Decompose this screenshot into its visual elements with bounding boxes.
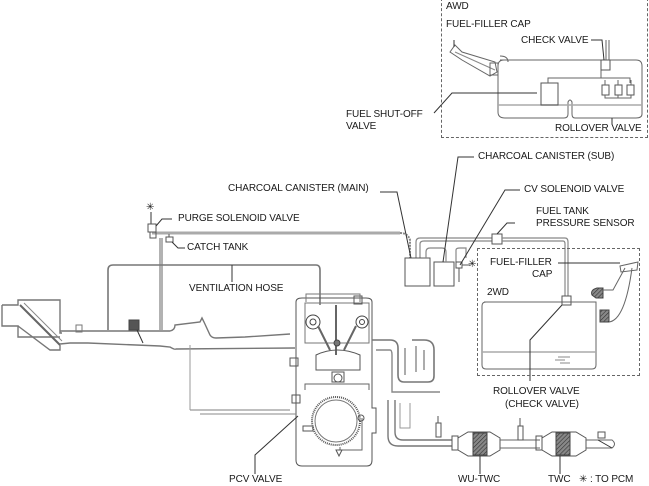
rollover-valve-label-line2: (CHECK VALVE) (505, 399, 579, 410)
awd-fuel-filler-cap-label: FUEL-FILLER CAP (446, 19, 531, 30)
fuel-tank-pressure-sensor-label-line1: FUEL TANK (536, 206, 589, 217)
cv-solenoid-valve-label: CV SOLENOID VALVE (524, 184, 625, 195)
awd-fuel-tank-group (433, 39, 643, 124)
twd-fuel-tank (481, 301, 597, 370)
charcoal-canister-main-label: CHARCOAL CANISTER (MAIN) (228, 183, 369, 194)
engine (289, 293, 377, 467)
ventilation-hose (107, 264, 321, 330)
front-o2-sensor (435, 422, 442, 438)
cv-solenoid-valve-shape (455, 261, 470, 282)
awd-rollover-valve-label: ROLLOVER VALVE (555, 123, 642, 134)
purge-solenoid-valve-label: PURGE SOLENOID VALVE (178, 213, 300, 224)
pcm-marker-purge: ✳ (146, 202, 155, 213)
twd-rollover-valve (561, 295, 572, 306)
twd-variant-label: 2WD (487, 287, 509, 298)
pcm-marker-cv: ✳ (468, 259, 477, 270)
fuel-shut-off-valve-label-line2: VALVE (346, 121, 377, 132)
exhaust-camshaft (355, 315, 369, 329)
catch-tank-label: CATCH TANK (187, 242, 249, 253)
twc-label: TWC (548, 474, 571, 485)
awd-inset-box (441, 0, 648, 138)
crankshaft-gear (311, 396, 361, 446)
twd-fuel-filler-cap-label-line2: CAP (532, 269, 553, 280)
charcoal-canister-sub-label: CHARCOAL CANISTER (SUB) (478, 151, 615, 162)
rollover-valve-label-line1: ROLLOVER VALVE (493, 386, 580, 397)
fuel-tank-pressure-sensor-label-line2: PRESSURE SENSOR (536, 218, 635, 229)
intake-duct (59, 316, 296, 350)
awd-filler-elbow (499, 55, 509, 63)
intake-camshaft (305, 314, 321, 330)
twd-inset-box (477, 248, 640, 376)
to-pcm-legend: ✳ : TO PCM (579, 474, 634, 485)
fuel-tank-pressure-sensor-shape (491, 233, 503, 245)
air-cleaner (1, 299, 63, 351)
exhaust-manifold (372, 339, 452, 447)
purge-solenoid-valve-shape (147, 212, 172, 239)
awd-vent-pipe (605, 40, 610, 60)
evap-line-to-tank (415, 237, 492, 258)
awd-variant-label: AWD (446, 1, 469, 12)
fuel-shut-off-valve-label-line1: FUEL SHUT-OFF (346, 109, 423, 120)
awd-filler-hose (454, 51, 496, 71)
intake-sensor (128, 319, 140, 331)
awd-check-valve-label: CHECK VALVE (521, 35, 589, 46)
catch-tank-shape (165, 234, 185, 249)
twc-shape (535, 431, 587, 474)
pcv-valve-label: PCV VALVE (229, 474, 283, 485)
twd-fuel-filler-cap-label-line1: FUEL-FILLER (490, 257, 552, 268)
ventilation-hose-label: VENTILATION HOSE (189, 283, 284, 294)
awd-fuel-tank (497, 59, 643, 119)
wu-twc-shape (451, 431, 501, 474)
charcoal-canister-main-shape (404, 257, 431, 287)
charcoal-canister-sub-shape (433, 261, 455, 287)
rear-o2-sensor (517, 425, 524, 441)
wu-twc-label: WU-TWC (458, 474, 501, 485)
awd-filler-neck (449, 44, 498, 77)
awd-fuel-shut-off-valve (540, 82, 559, 106)
twd-fuel-tank-group (481, 261, 639, 381)
